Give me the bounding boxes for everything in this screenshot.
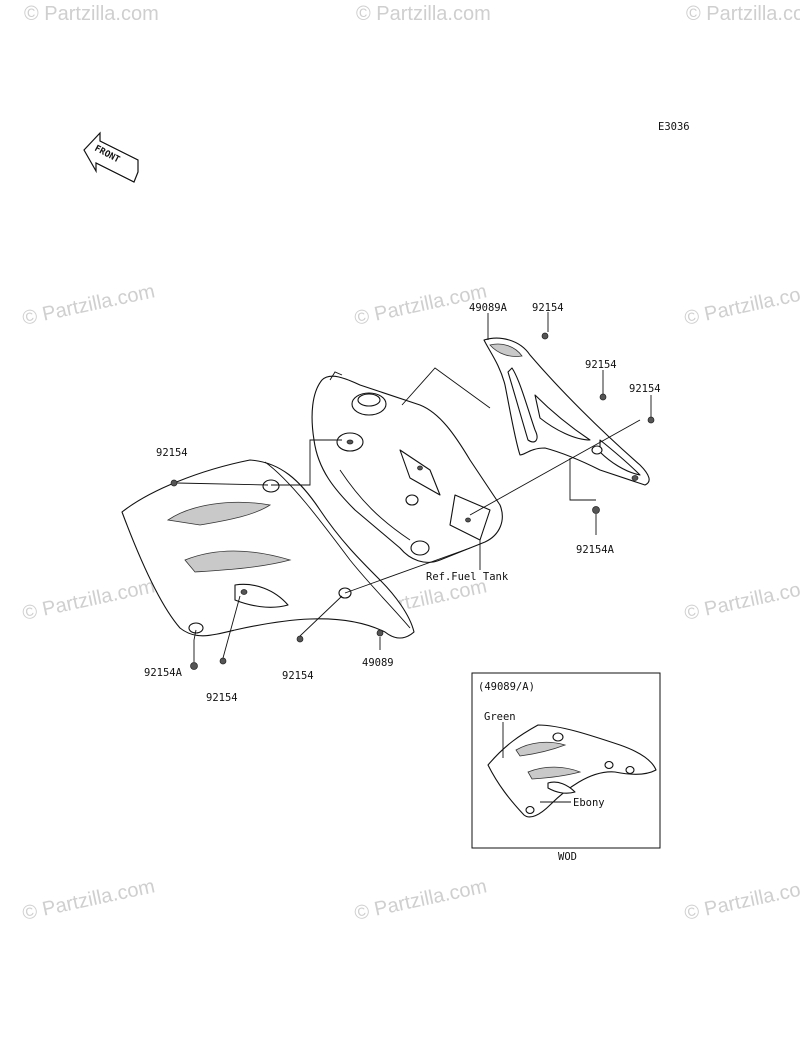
bolt-icon (647, 416, 655, 424)
watermark: © Partzilla.com (20, 575, 156, 625)
watermark: © Partzilla.com (682, 575, 800, 625)
watermark: © Partzilla.com (356, 3, 491, 25)
inset-box: (49089/A) Green Ebony WOD (471, 672, 661, 863)
bolt-icon (170, 479, 178, 487)
bolt-icon (190, 662, 198, 670)
watermark: © Partzilla.com (686, 3, 800, 25)
callout-label: 92154 (156, 447, 188, 459)
diagram-code: E3036 (658, 121, 690, 133)
right-shroud (483, 337, 650, 486)
callout-label: 92154 (532, 302, 564, 314)
ref-label: Ref.Fuel Tank (426, 571, 509, 583)
inset-color-1: Green (484, 711, 516, 723)
inset-title: (49089/A) (478, 681, 535, 693)
watermark: © Partzilla.com (682, 280, 800, 330)
bolt-icon (592, 506, 600, 514)
callout-label: 92154 (206, 692, 238, 704)
bolt-icon (599, 393, 607, 401)
left-shroud (121, 459, 415, 639)
leader-lines (176, 312, 652, 662)
callout-label: 92154 (629, 383, 661, 395)
front-arrow-icon: FRONT (83, 131, 139, 183)
bolt-icon (296, 635, 304, 643)
callout-label: 49089A (469, 302, 508, 314)
watermark: © Partzilla.com (24, 3, 159, 25)
watermark: © Partzilla.com (682, 875, 800, 925)
inset-color-2: Ebony (573, 797, 605, 809)
watermark: © Partzilla.com (20, 875, 156, 925)
callout-label: 92154 (282, 670, 314, 682)
callouts: 49089A 92154 92154 92154 92154 92154A 92… (144, 302, 661, 704)
watermark: © Partzilla.com (20, 280, 156, 330)
callout-label: 92154A (576, 544, 615, 556)
callout-label: 49089 (362, 657, 394, 669)
bolt-icon (376, 629, 384, 637)
callout-label: 92154A (144, 667, 183, 679)
fuel-tank (311, 371, 503, 563)
bolt-icon (541, 332, 549, 340)
inset-caption: WOD (558, 851, 577, 863)
bolt-icon (219, 657, 227, 665)
callout-label: 92154 (585, 359, 617, 371)
watermark: © Partzilla.com (352, 875, 488, 925)
